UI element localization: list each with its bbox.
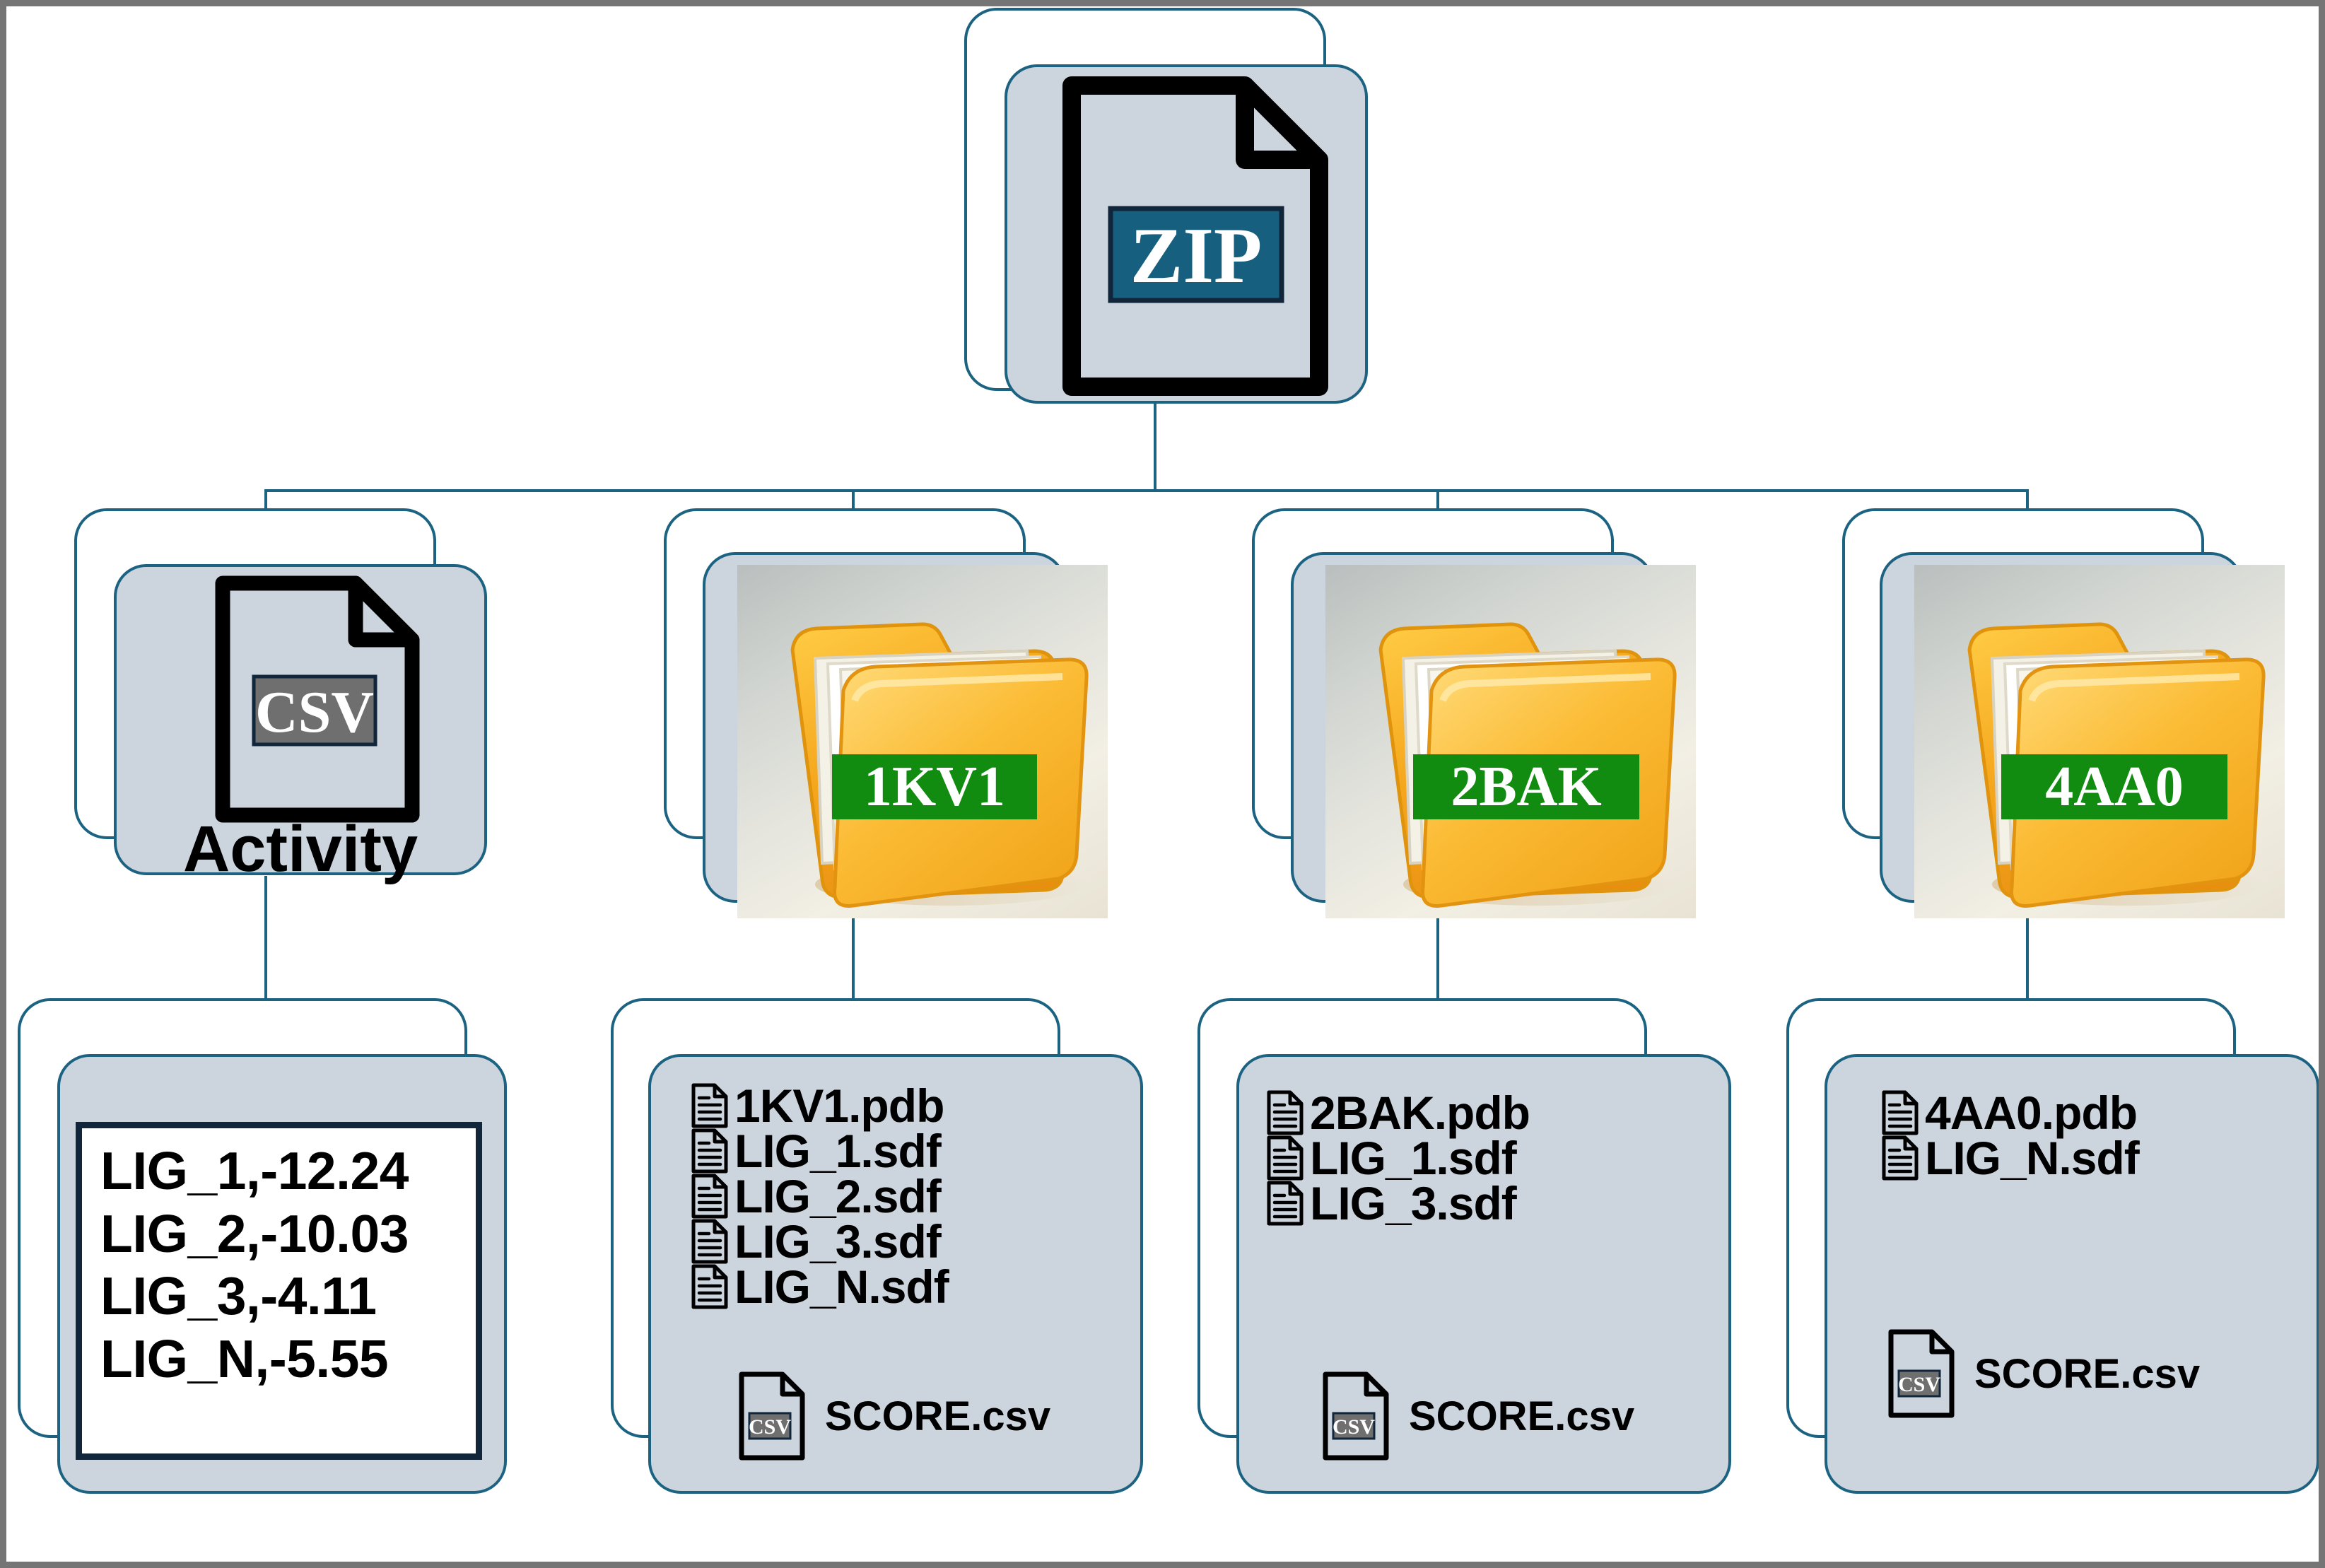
file-row[interactable]: LIG_3.sdf xyxy=(1265,1178,1530,1228)
document-icon xyxy=(689,1128,730,1174)
svg-text:CSV: CSV xyxy=(1333,1415,1375,1439)
file-name: 4AA0.pdb xyxy=(1925,1087,2138,1139)
activity-value-panel: LIG_1,-12.24 LIG_2,-10.03 LIG_3,-4.11 LI… xyxy=(76,1122,482,1460)
file-row[interactable]: LIG_3.sdf xyxy=(689,1217,949,1266)
folder-4aa0-tag: 4AA0 xyxy=(2001,754,2227,819)
folder-2bak-tag: 2BAK xyxy=(1413,754,1639,819)
connector-root-down xyxy=(1154,399,1156,491)
activity-value-row: LIG_1,-12.24 xyxy=(100,1141,409,1200)
activity-value-row: LIG_2,-10.03 xyxy=(100,1203,409,1263)
file-name: LIG_1.sdf xyxy=(1310,1132,1517,1184)
csv-file-name: SCORE.csv xyxy=(825,1393,1051,1439)
folder-icon xyxy=(1914,565,2285,918)
document-icon xyxy=(1265,1180,1306,1227)
folder-4aa0-score-row[interactable]: CSV SCORE.csv xyxy=(1887,1328,2200,1419)
document-icon xyxy=(689,1263,730,1310)
file-row[interactable]: LIG_N.sdf xyxy=(1880,1132,2140,1184)
file-name: LIG_N.sdf xyxy=(1925,1132,2140,1184)
folder-2bak-file-list: 2BAK.pdb LIG_1.sdf LIG_3.sdf xyxy=(1265,1088,1530,1227)
folder-2bak-score-row[interactable]: CSV SCORE.csv xyxy=(1321,1371,1634,1461)
connector-4aa0-detail xyxy=(2026,897,2029,1000)
folder-icon xyxy=(1325,565,1696,918)
file-name: LIG_3.sdf xyxy=(1310,1177,1517,1229)
folder-icon xyxy=(737,565,1108,918)
connector-2bak-detail xyxy=(1436,897,1439,1000)
folder-1kv1-tag: 1KV1 xyxy=(832,754,1037,819)
file-name: LIG_N.sdf xyxy=(734,1260,949,1313)
folder-1kv1-detail-node[interactable] xyxy=(648,1054,1143,1494)
csv-file-icon: CSV xyxy=(1887,1328,1956,1419)
zip-file-icon: ZIP xyxy=(1058,70,1333,402)
document-icon xyxy=(1880,1089,1921,1136)
file-name: LIG_2.sdf xyxy=(734,1170,942,1222)
file-row[interactable]: 2BAK.pdb xyxy=(1265,1088,1530,1137)
document-icon xyxy=(689,1218,730,1265)
file-row[interactable]: 1KV1.pdb xyxy=(689,1081,949,1130)
document-icon xyxy=(1880,1135,1921,1181)
file-name: LIG_1.sdf xyxy=(734,1125,942,1177)
activity-value-row: LIG_3,-4.11 xyxy=(100,1266,377,1326)
file-name: 1KV1.pdb xyxy=(734,1080,944,1132)
connector-bus xyxy=(264,489,2029,492)
file-row[interactable]: LIG_1.sdf xyxy=(1265,1133,1530,1183)
document-icon xyxy=(1265,1089,1306,1136)
document-icon xyxy=(689,1082,730,1129)
csv-file-icon: CSV xyxy=(1321,1371,1390,1461)
folder-2bak-detail-node[interactable] xyxy=(1236,1054,1731,1494)
document-icon xyxy=(689,1173,730,1219)
file-name: LIG_3.sdf xyxy=(734,1215,942,1268)
svg-text:CSV: CSV xyxy=(749,1415,791,1439)
file-row[interactable]: LIG_N.sdf xyxy=(689,1262,949,1311)
csv-file-icon: CSV xyxy=(211,572,423,826)
folder-1kv1-score-row[interactable]: CSV SCORE.csv xyxy=(737,1371,1050,1461)
file-name: 2BAK.pdb xyxy=(1310,1087,1530,1139)
activity-caption: Activity xyxy=(182,813,418,885)
csv-file-icon: CSV xyxy=(737,1371,807,1461)
connector-1kv1-detail xyxy=(852,897,855,1000)
csv-file-name: SCORE.csv xyxy=(1409,1393,1635,1439)
folder-4aa0-file-list: 4AA0.pdb LIG_N.sdf xyxy=(1880,1088,2140,1181)
csv-file-name: SCORE.csv xyxy=(1974,1350,2201,1397)
document-icon xyxy=(1265,1135,1306,1181)
folder-1kv1-file-list: 1KV1.pdb LIG_1.sdf LIG_2.sdf LIG_3.sdf L… xyxy=(689,1081,949,1310)
zip-tag-text: ZIP xyxy=(1130,212,1263,300)
file-row[interactable]: LIG_2.sdf xyxy=(689,1171,949,1221)
file-row[interactable]: 4AA0.pdb xyxy=(1880,1088,2139,1137)
file-row[interactable]: LIG_1.sdf xyxy=(689,1126,949,1176)
diagram-canvas: ZIP CSV Activity LIG_1,-12.24 LIG_2,-10.… xyxy=(6,6,2319,1562)
connector-activity-detail xyxy=(264,876,267,1000)
csv-tag-text: CSV xyxy=(255,679,374,745)
activity-value-row: LIG_N,-5.55 xyxy=(100,1328,389,1388)
svg-text:CSV: CSV xyxy=(1898,1373,1940,1396)
